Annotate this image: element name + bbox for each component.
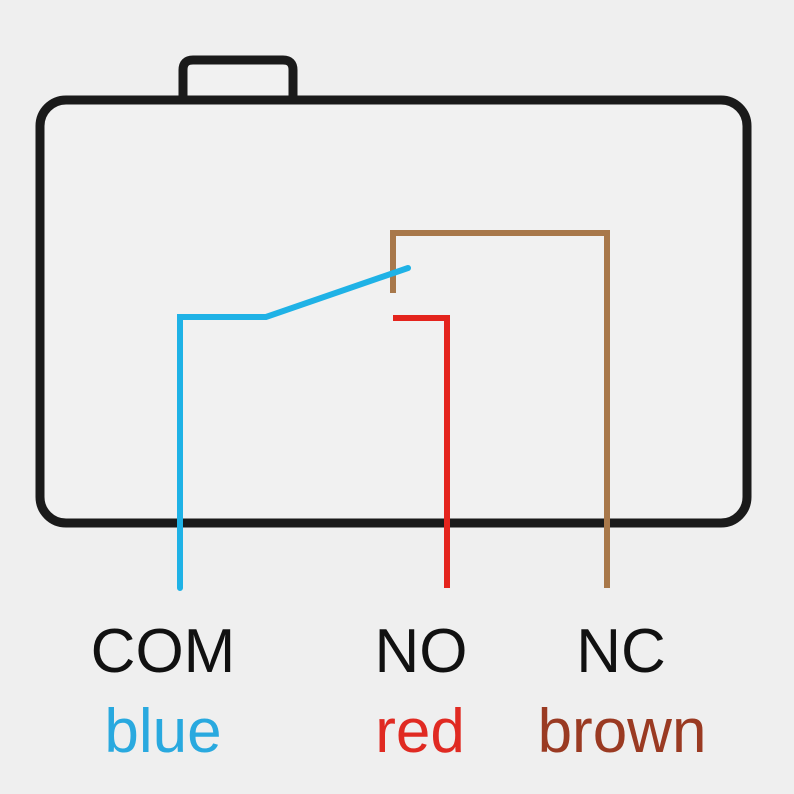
no-wire bbox=[393, 315, 450, 588]
housing-body bbox=[35, 95, 752, 528]
com-color-label: blue bbox=[104, 697, 222, 766]
nc-color-label: brown bbox=[537, 697, 707, 766]
com-wire bbox=[177, 265, 411, 591]
no-terminal-label: NO bbox=[374, 617, 468, 686]
nc-wire bbox=[390, 230, 610, 588]
nc-terminal-label: NC bbox=[576, 617, 666, 686]
com-terminal-label: COM bbox=[90, 617, 236, 686]
housing-tab bbox=[178, 55, 298, 100]
no-color-label: red bbox=[375, 697, 465, 766]
